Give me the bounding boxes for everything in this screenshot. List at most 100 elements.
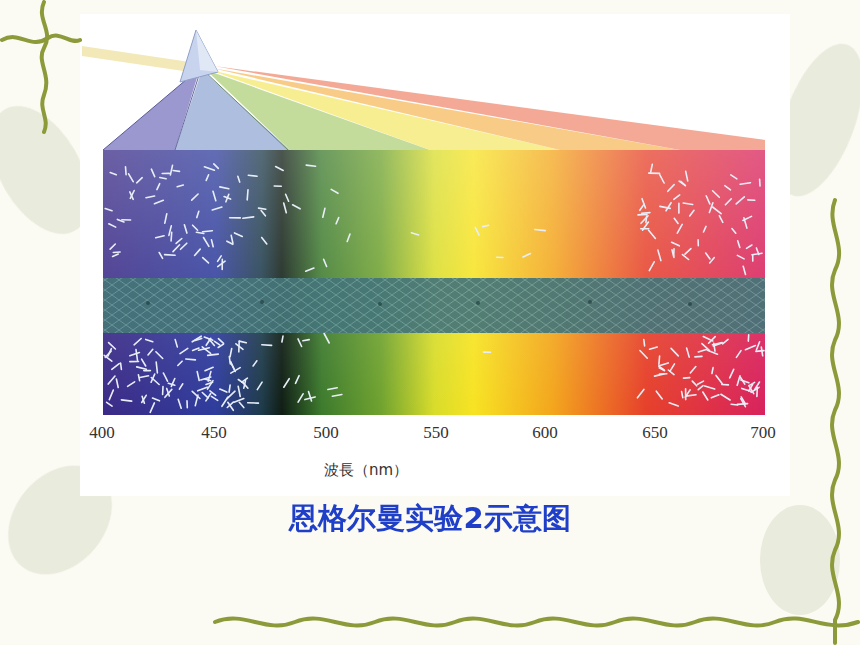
bacterium <box>685 389 687 400</box>
bacterium <box>192 391 200 398</box>
bacterium <box>711 395 719 398</box>
bacterium <box>677 224 682 233</box>
bacterium <box>253 361 257 366</box>
bacterium <box>740 377 744 384</box>
bacterium <box>685 390 690 397</box>
bacterium <box>109 343 116 349</box>
bacterium <box>650 347 658 349</box>
bacterium <box>173 245 180 252</box>
bacterium <box>231 362 236 372</box>
bacterium <box>324 334 329 344</box>
bacterium <box>706 253 710 259</box>
bacterium <box>705 386 715 389</box>
bacterium <box>107 402 113 406</box>
bacterium <box>284 379 289 388</box>
bacterium <box>725 199 731 205</box>
bacterium <box>227 241 233 244</box>
bacterium <box>231 235 233 243</box>
bacterium <box>641 216 648 224</box>
bacterium <box>674 195 680 199</box>
bacterium <box>212 240 214 247</box>
bacterium <box>218 261 225 266</box>
bacterium <box>707 350 717 354</box>
bacterium <box>678 203 680 213</box>
bacterium <box>208 354 219 355</box>
bacterium <box>162 173 169 175</box>
bacterium <box>162 387 164 395</box>
bacterium <box>713 207 722 214</box>
bacterium <box>284 203 287 213</box>
bacterium <box>180 348 188 353</box>
bacterium <box>168 383 175 385</box>
bacterium <box>716 375 722 383</box>
bacterium <box>221 259 223 269</box>
bacterium <box>756 342 759 350</box>
bacterium <box>736 351 741 358</box>
bacterium <box>704 226 707 232</box>
bacterium <box>671 348 678 356</box>
bacterium <box>157 184 160 190</box>
bacterium <box>659 366 664 370</box>
bacterium <box>173 170 179 172</box>
bacterium <box>658 250 661 261</box>
bacterium <box>154 200 163 203</box>
bacterium <box>535 230 545 231</box>
bacterium <box>737 376 740 386</box>
bacterium <box>113 254 119 257</box>
bacterium <box>218 256 222 262</box>
bacterium <box>218 339 223 344</box>
bacterium <box>116 379 118 388</box>
bacterium <box>651 164 653 173</box>
bacterium <box>130 191 134 199</box>
bacterium <box>306 165 315 166</box>
dispersed-rays <box>103 66 765 150</box>
bacterium <box>230 349 232 357</box>
bacterium <box>243 217 254 218</box>
bacterium <box>195 249 201 255</box>
bacterium <box>740 183 750 185</box>
bacterium <box>178 361 182 365</box>
bacterium <box>649 230 656 238</box>
bacterium <box>108 376 115 384</box>
bacterium <box>683 203 693 205</box>
bacterium <box>109 390 113 400</box>
bacterium <box>178 399 181 408</box>
bacterium <box>204 337 213 340</box>
bacterium <box>170 232 172 241</box>
bacterium <box>206 382 213 384</box>
bacterium <box>712 368 713 374</box>
bacterium <box>706 196 710 204</box>
bacterium <box>235 233 243 237</box>
bacterium <box>658 356 660 364</box>
bacterium <box>142 395 147 402</box>
bacterium <box>672 250 674 258</box>
bacterium <box>737 255 744 259</box>
bacterium <box>160 178 166 179</box>
tick-label: 700 <box>750 423 776 443</box>
bacterium <box>226 194 229 202</box>
tick-label: 450 <box>201 423 227 443</box>
tick-label: 650 <box>642 423 668 443</box>
bacterium <box>192 194 198 200</box>
bacterium <box>721 394 730 400</box>
bacterium <box>685 249 691 255</box>
bacterium <box>293 205 301 209</box>
bacterium <box>146 339 153 341</box>
bacterium <box>214 164 219 169</box>
bacterium <box>136 350 138 361</box>
bacterium <box>637 389 644 397</box>
bacterium <box>698 386 703 390</box>
bacterium <box>151 169 154 176</box>
bacterium <box>690 367 696 374</box>
bacterium <box>743 266 745 274</box>
bacterium <box>186 401 188 408</box>
bacterium <box>206 394 211 401</box>
bacterium <box>332 395 342 397</box>
bacterium <box>347 234 350 242</box>
bacterium <box>134 339 141 345</box>
bacterium <box>228 402 234 410</box>
bacterium <box>666 203 671 211</box>
bacterium <box>674 218 678 223</box>
image-ground <box>80 14 790 496</box>
